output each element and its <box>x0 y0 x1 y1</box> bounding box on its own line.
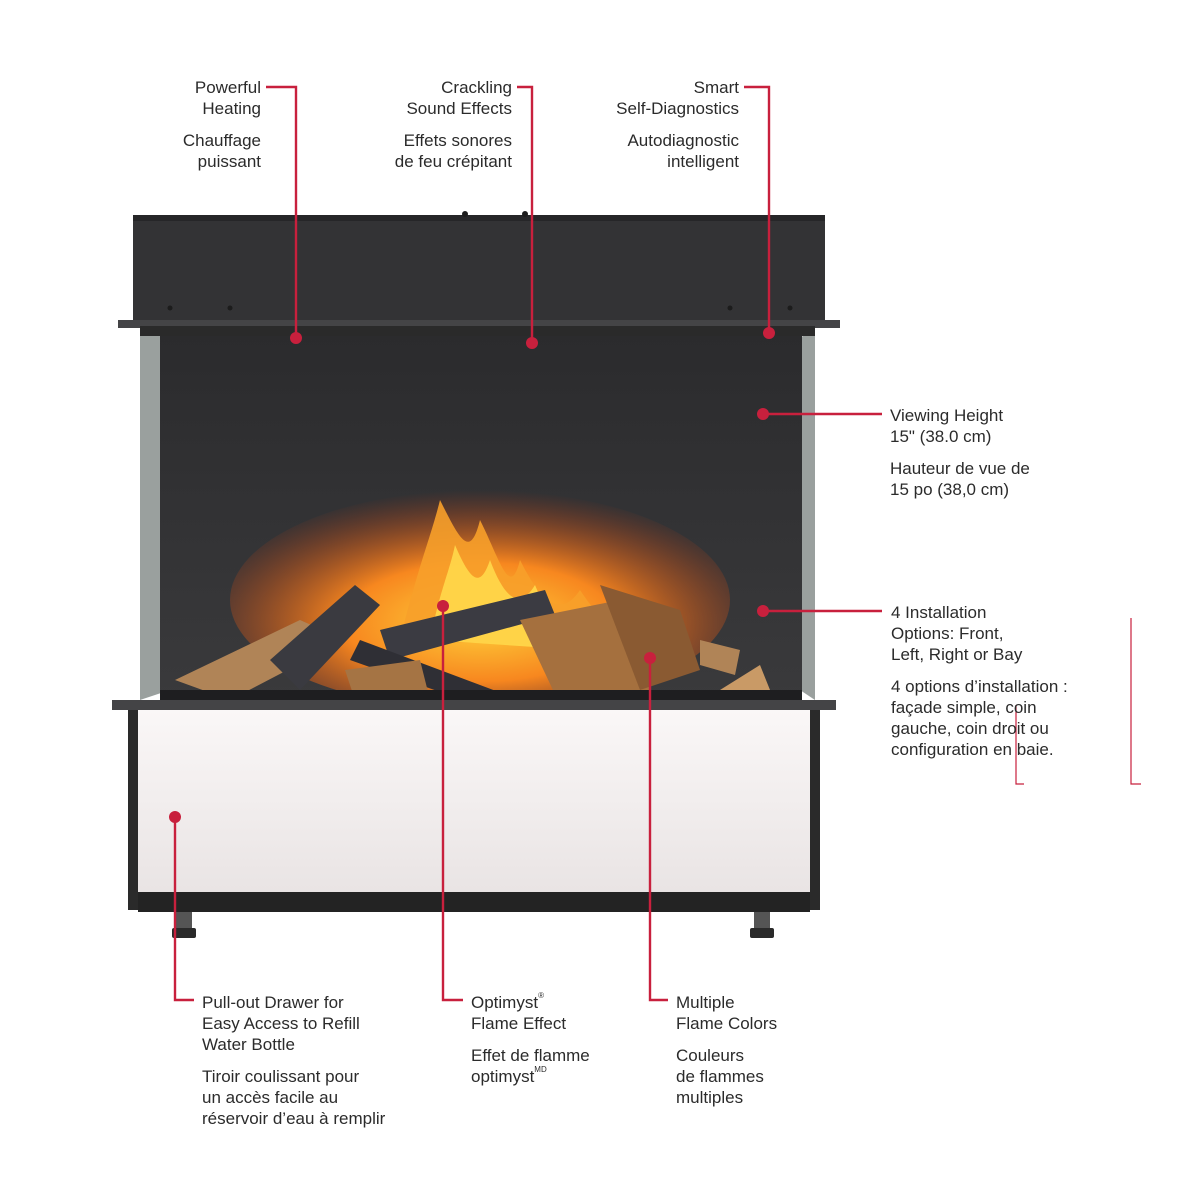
drawer-panel <box>138 710 810 892</box>
right-glass <box>800 328 815 700</box>
stray-mark-1 <box>1015 705 1024 785</box>
leader-heating-dot <box>290 332 302 344</box>
callout-installation-fr: 4 options d’installation :façade simple,… <box>891 677 1068 759</box>
feet <box>172 912 774 938</box>
leader-drawer <box>173 817 194 1002</box>
stray-mark-2 <box>1130 618 1141 785</box>
leader-flame-colors <box>648 658 668 1002</box>
md-mark: MD <box>534 1065 547 1074</box>
leader-drawer-dot <box>169 811 181 823</box>
leader-optimyst <box>441 606 463 1002</box>
leader-diagnostics <box>744 85 771 333</box>
leader-viewing-dot <box>757 408 769 420</box>
leader-heating <box>266 85 298 338</box>
leader-diagnostics-dot <box>763 327 775 339</box>
logs <box>175 585 770 715</box>
leader-installation-dot <box>757 605 769 617</box>
registered-mark: ® <box>538 991 544 1000</box>
leader-flame-colors-dot <box>644 652 656 664</box>
hood <box>133 215 825 325</box>
hood-flange <box>118 320 840 328</box>
base-flange <box>112 700 836 710</box>
callout-optimyst-en: Optimyst®Flame Effect <box>471 991 567 1034</box>
leader-sound <box>517 85 534 343</box>
leader-sound-dot <box>526 337 538 349</box>
leader-optimyst-dot <box>437 600 449 612</box>
